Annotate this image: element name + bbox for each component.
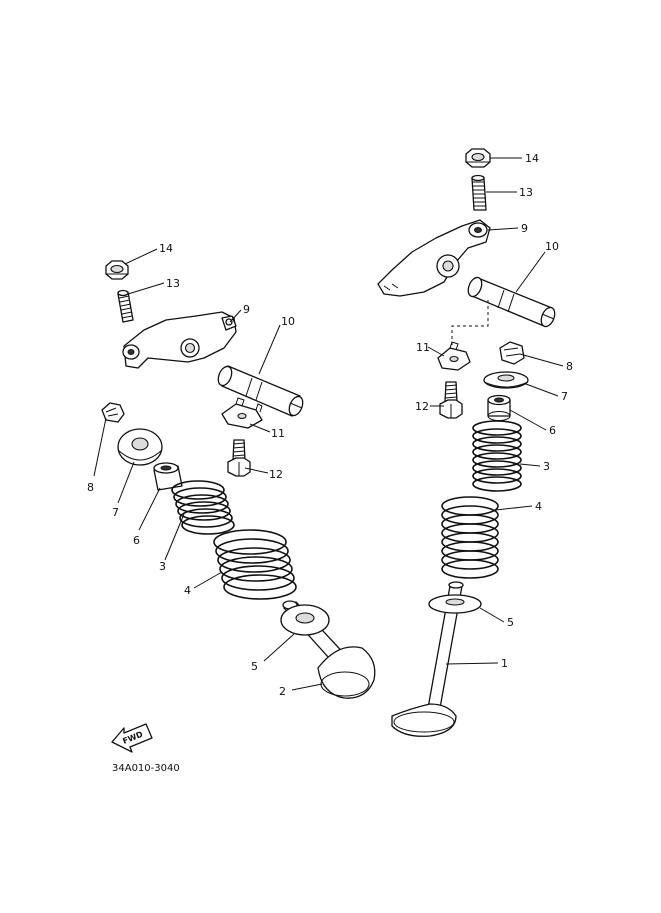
left-rocker-arm-part <box>122 311 237 369</box>
callout-right-bolt: 12 <box>415 400 429 413</box>
right-rocker-arm-part <box>377 219 491 297</box>
right-stem-seal-part <box>487 394 511 421</box>
right-outer-spring-part <box>441 496 499 579</box>
callout-left-bolt: 12 <box>269 468 283 481</box>
callout-right-spring-seat: 5 <box>507 616 514 629</box>
callout-right-valve: 1 <box>501 657 508 670</box>
right-valve-cotter-part <box>499 341 525 365</box>
right-assembly-dashed-guide <box>451 300 489 348</box>
left-spring-retainer-part <box>117 428 163 466</box>
callout-left-spring-retainer: 7 <box>112 506 119 519</box>
callout-left-locknut: 14 <box>159 242 173 255</box>
left-adjusting-screw-part <box>117 289 134 323</box>
callout-left-adjusting-screw: 13 <box>166 277 180 290</box>
diagram-code: 34A010-3040 <box>112 763 180 774</box>
right-bolt-part <box>439 381 463 419</box>
callout-left-rocker-arm: 9 <box>243 303 250 316</box>
callout-right-outer-spring: 4 <box>535 500 542 513</box>
callout-right-spring-retainer: 7 <box>561 390 568 403</box>
left-bolt-part <box>227 439 251 477</box>
callout-left-inner-spring: 3 <box>159 560 166 573</box>
left-spring-seat-part <box>280 604 330 636</box>
callout-right-rocker-shaft: 10 <box>545 240 559 253</box>
leader-lines <box>93 157 564 691</box>
right-lock-plate-part <box>437 341 471 371</box>
callout-left-lock-plate: 11 <box>271 427 285 440</box>
right-spring-retainer-part <box>483 371 529 389</box>
right-inner-spring-part <box>472 420 522 492</box>
left-outer-spring-part <box>213 529 297 600</box>
left-inner-spring-part <box>171 480 235 535</box>
left-stem-seal-part <box>153 462 183 491</box>
callout-right-lock-plate: 11 <box>416 341 430 354</box>
callout-right-valve-cotter: 8 <box>566 360 573 373</box>
right-spring-seat-part <box>428 594 482 614</box>
callout-right-stem-seal: 6 <box>549 424 556 437</box>
callout-right-inner-spring: 3 <box>543 460 550 473</box>
right-rocker-shaft-part <box>467 276 556 328</box>
left-rocker-shaft-part <box>217 365 304 417</box>
right-locknut-part <box>465 148 491 168</box>
callout-left-spring-seat: 5 <box>251 660 258 673</box>
callout-right-rocker-arm: 9 <box>521 222 528 235</box>
right-adjusting-screw-part <box>471 174 487 211</box>
callout-left-outer-spring: 4 <box>184 584 191 597</box>
callout-left-valve: 2 <box>279 685 286 698</box>
left-lock-plate-part <box>221 397 263 429</box>
callout-left-stem-seal: 6 <box>133 534 140 547</box>
callout-left-rocker-shaft: 10 <box>281 315 295 328</box>
forward-direction-arrow: FWD <box>111 723 153 753</box>
callout-labels: 14 13 9 10 11 12 8 7 6 3 4 5 2 14 13 9 1… <box>87 152 573 698</box>
callout-left-valve-cotter: 8 <box>87 481 94 494</box>
callout-right-adjusting-screw: 13 <box>519 186 533 199</box>
left-locknut-part <box>105 260 129 280</box>
callout-right-locknut: 14 <box>525 152 539 165</box>
right-valve-part <box>391 581 464 737</box>
